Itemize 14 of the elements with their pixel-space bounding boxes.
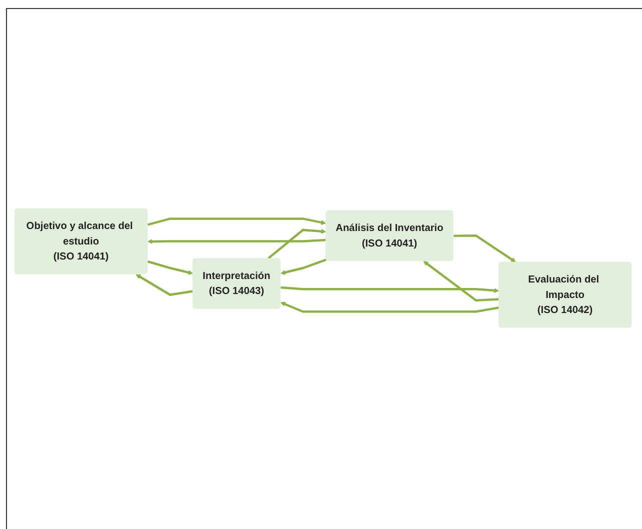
arrow [280,302,499,313]
arrow [136,274,193,296]
arrow [147,218,326,226]
arrow [423,261,499,302]
arrow [147,260,194,275]
arrow [280,258,327,275]
node-box: Evaluación del Impacto (ISO 14042) [498,262,632,328]
arrow [268,228,326,260]
arrow [148,238,326,244]
node-box: Objetivo y alcance del estudio (ISO 14041) [14,208,148,274]
arrow [454,234,516,262]
arrow [280,286,500,293]
node-box: Análisis del Inventario (ISO 14041) [326,210,454,261]
node-box: Interpretación (ISO 14043) [192,258,280,309]
